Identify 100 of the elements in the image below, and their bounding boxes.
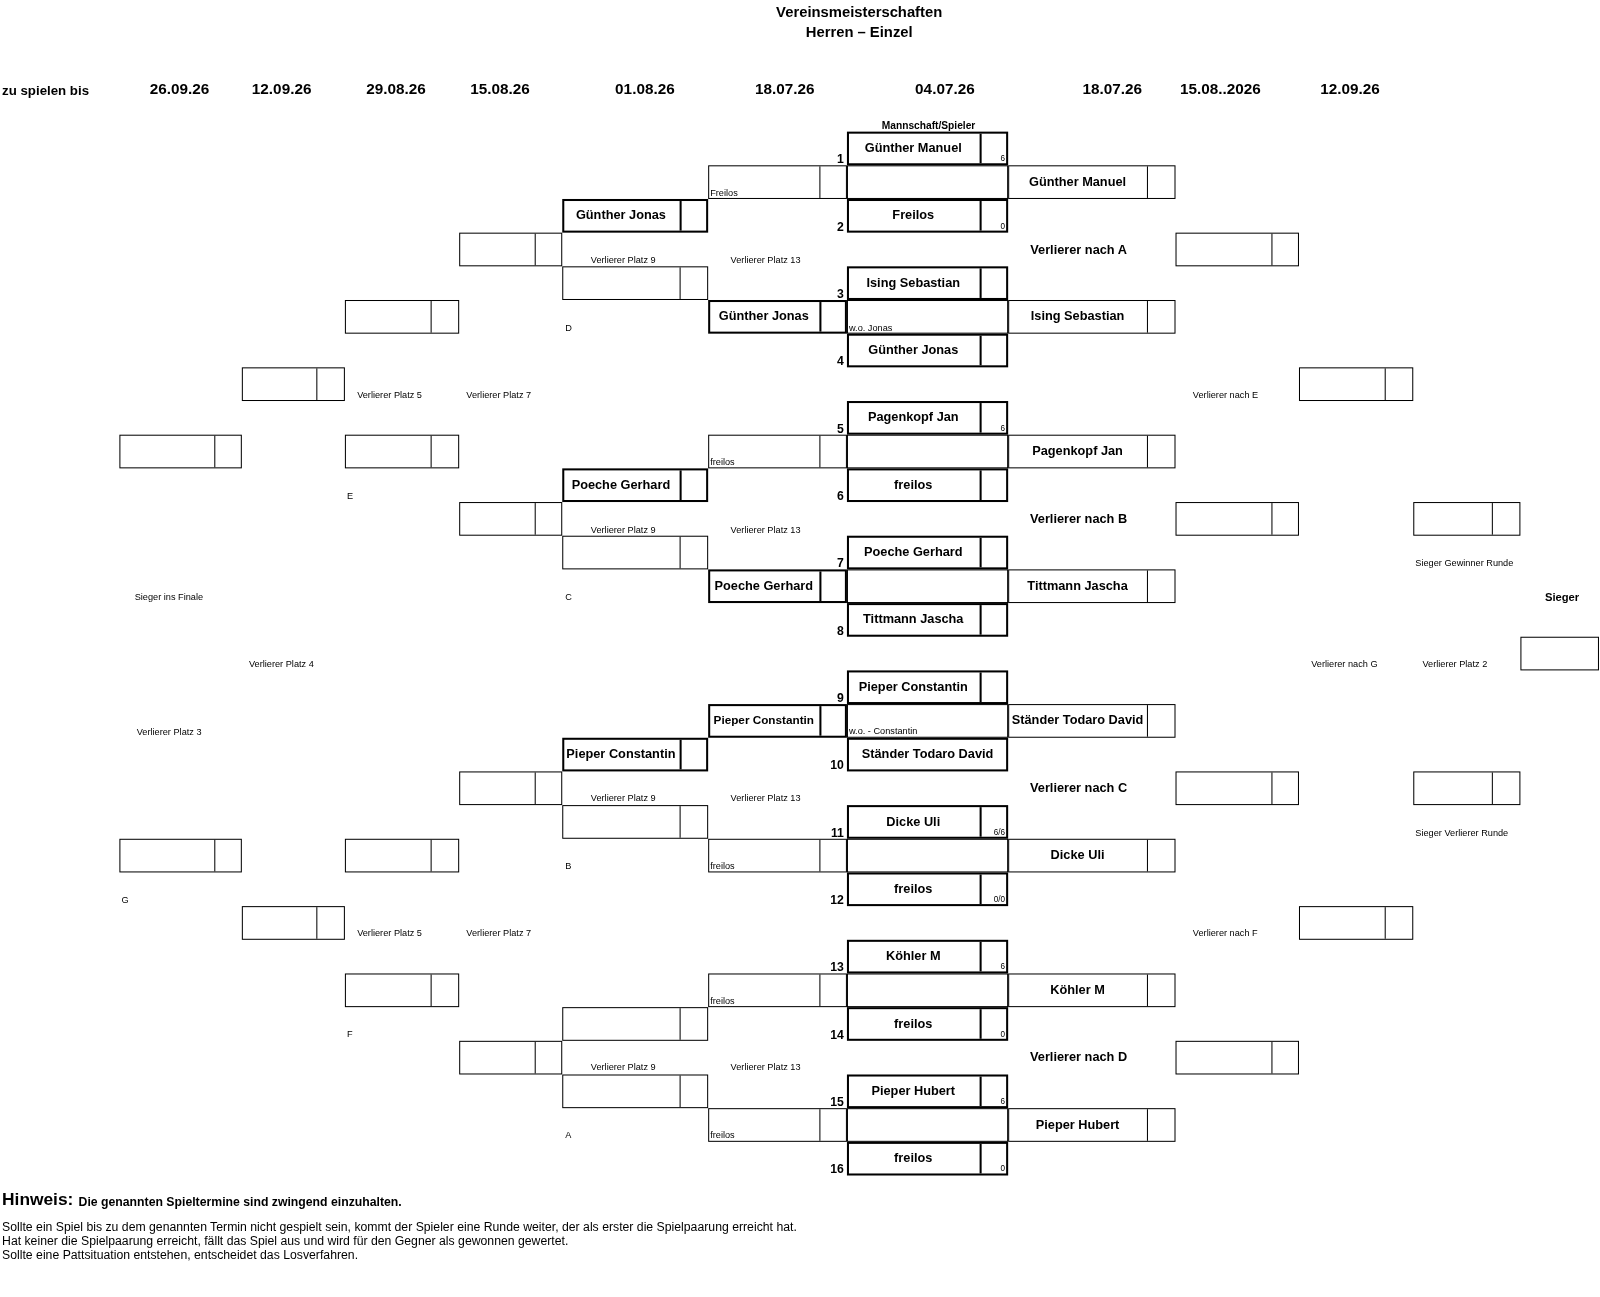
match-number: 9: [837, 690, 844, 706]
match-number: 2: [837, 219, 844, 234]
player-slot: [846, 468, 1009, 503]
group-letter: E: [346, 490, 354, 501]
player-slot: [846, 333, 1009, 368]
group-letter: B: [565, 861, 572, 872]
player-slot: [846, 1007, 1009, 1041]
player-name: Ständer Todaro David: [861, 746, 994, 763]
match-number: 13: [830, 960, 844, 975]
bracket-note: Sieger Gewinner Runde: [1415, 557, 1514, 569]
bracket-note: Verlierer nach F: [1192, 927, 1258, 938]
player-slot: [846, 401, 1009, 435]
bracket-note: freilos: [710, 995, 735, 1006]
match-number: 3: [837, 286, 844, 301]
player-slot: [846, 1141, 1009, 1176]
player-slot: [846, 872, 1009, 907]
bracket-note: Verlierer Platz 13: [730, 524, 801, 535]
deadline-date: 04.07.26: [915, 79, 975, 98]
match-number: 1: [837, 152, 844, 167]
player-slot: [846, 670, 1009, 705]
player-slot: [562, 199, 709, 233]
match-number: 14: [830, 1027, 844, 1042]
player-name: freilos: [894, 1151, 933, 1167]
group-letter: C: [565, 591, 572, 602]
score: 6: [1000, 423, 1006, 433]
match-number: 4: [837, 354, 844, 369]
player-slot: [846, 939, 1009, 974]
player-slot: [708, 704, 847, 738]
player-name: Poeche Gerhard: [714, 578, 814, 594]
group-letter: G: [121, 894, 129, 905]
player-name: Tittmann Jascha: [1027, 578, 1128, 594]
deadline-date: 01.08.26: [615, 79, 675, 98]
player-slot: [708, 569, 847, 604]
deadline-date: 18.07.26: [1082, 79, 1143, 98]
bracket-note: w.o. - Constantin: [849, 725, 918, 736]
deadline-date: 15.08.26: [470, 79, 530, 98]
player-name: Günther Manuel: [1029, 174, 1127, 190]
player-name: Pieper Hubert: [1035, 1117, 1120, 1133]
player-name: Pieper Constantin: [713, 713, 814, 729]
player-slot: [846, 603, 1009, 637]
score: 0: [1000, 1029, 1006, 1039]
player-slot: [562, 468, 709, 503]
deadline-date: 18.07.26: [754, 79, 815, 98]
score: 6: [1000, 1096, 1006, 1107]
player-slot: [846, 737, 1009, 772]
player-name: Ising Sebastian: [1030, 309, 1125, 325]
note-text: Hat keiner die Spielpaarung erreicht, fällt das Spiel aus und wird für den Gegner als gewonnen gewertet.: [2, 1233, 569, 1249]
note-text: Die genannten Spieltermine sind zwingend einzuhalten.: [78, 1195, 402, 1210]
player-name: Dicke Uli: [886, 814, 941, 830]
row-label: zu spielen bis: [2, 82, 90, 98]
bracket-note: Verlierer Platz 9: [590, 792, 656, 803]
bracket-note: Freilos: [710, 187, 738, 198]
player-name: Freilos: [892, 208, 935, 224]
group-letter: D: [565, 322, 572, 333]
player-slot: [846, 131, 1009, 166]
group-letter: F: [346, 1028, 353, 1039]
bracket-note: Verlierer Platz 7: [466, 389, 532, 400]
match-number: 7: [837, 556, 844, 571]
match-number: 8: [837, 623, 844, 638]
deadline-date: 12.09.26: [1320, 79, 1380, 98]
player-name: Günther Jonas: [868, 342, 959, 359]
bracket-note: Verlierer nach E: [1192, 389, 1259, 400]
bracket-note: Verlierer Platz 3: [136, 726, 202, 737]
deadline-date: 26.09.26: [149, 79, 210, 98]
bracket-note: Verlierer Platz 4: [249, 659, 314, 670]
player-name: freilos: [894, 881, 933, 897]
score: 0: [1000, 221, 1006, 231]
bracket-note: Verlierer Platz 9: [590, 254, 656, 266]
winner-label: Sieger: [1544, 590, 1580, 604]
bracket-note: Verlierer Platz 9: [590, 524, 656, 535]
match-number: 10: [830, 758, 844, 773]
bracket-note: Verlierer Platz 2: [1422, 659, 1488, 670]
title: Vereinsmeisterschaften Herren – Einzel: [775, 3, 944, 42]
player-name: Pagenkopf Jan: [1032, 443, 1123, 460]
player-name: freilos: [894, 1016, 933, 1032]
score: 0/0: [993, 894, 1006, 905]
note-heading: Hinweis:: [2, 1190, 74, 1211]
player-name: Günther Jonas: [575, 208, 666, 224]
player-name: Poeche Gerhard: [864, 544, 963, 561]
deadline-date: 12.09.26: [251, 79, 312, 98]
player-name: Pieper Hubert: [871, 1083, 956, 1099]
bracket-note: Verlierer Platz 13: [730, 792, 801, 803]
match-number: 15: [830, 1094, 844, 1110]
player-slot: [562, 737, 709, 772]
player-name: freilos: [894, 477, 933, 493]
bracket-note: freilos: [710, 861, 735, 872]
group-letter: A: [565, 1129, 572, 1140]
player-name: Tittmann Jascha: [863, 612, 964, 628]
empty-slot: [1299, 367, 1414, 401]
loser-route-label: Verlierer nach B: [1030, 512, 1128, 527]
bracket-note: freilos: [710, 1129, 735, 1140]
score: 6/6: [993, 827, 1006, 837]
player-name: Poeche Gerhard: [571, 477, 671, 493]
loser-route-label: Verlierer nach D: [1030, 1049, 1128, 1065]
score: 6: [1000, 962, 1006, 972]
bracket-note: Verlierer Platz 13: [730, 254, 801, 266]
bracket-note: Verlierer Platz 13: [730, 1062, 801, 1073]
score: 6: [1000, 154, 1006, 164]
bracket-note: Sieger Verlierer Runde: [1415, 827, 1509, 838]
player-slot: [846, 535, 1009, 570]
